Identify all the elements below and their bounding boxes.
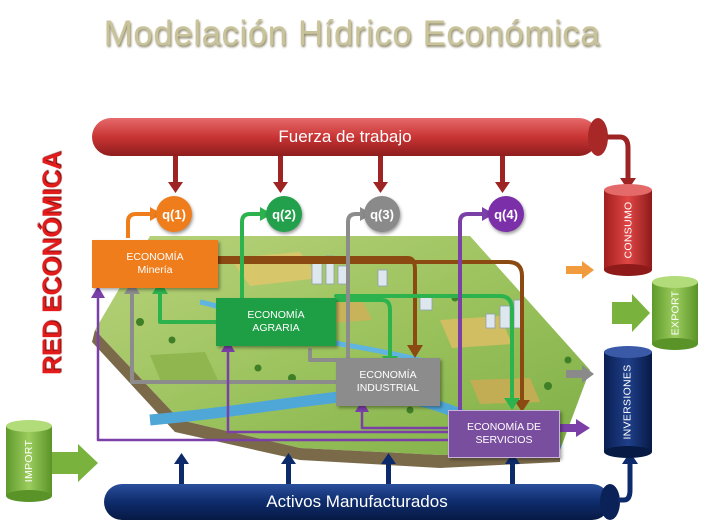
sector-servicios: ECONOMÍA DE SERVICIOS [448,410,560,458]
labour-bar-end [588,118,608,156]
flow-industrial-mineria [130,288,338,384]
export-label: EXPORT [668,290,681,336]
q4-supply [458,212,484,412]
assets-bar-label: Activos Manufacturados [266,492,448,511]
assets-to-inversiones [618,462,633,503]
inversiones-cylinder [604,346,652,458]
side-label: RED ECONÓMICA [34,151,70,375]
inversiones-label: INVERSIONES [622,364,635,440]
import-arrow-icon [52,444,98,482]
sector-flows [96,256,524,442]
sector-servicios-line-1: ECONOMÍA DE [466,421,542,433]
labour-bar-label: Fuerza de trabajo [278,127,412,146]
consumo-label: CONSUMO [622,201,634,259]
q1-supply [126,212,152,238]
sector-industrial: ECONOMÍA INDUSTRIAL [336,358,440,406]
sector-servicios-line-2: SERVICIOS [475,434,533,446]
arrowhead [514,400,530,412]
flow-mineria-servicios [216,260,524,405]
export-cylinder [652,276,698,350]
inversiones-flow-arrow-icon [566,365,594,383]
field-patch [150,352,218,384]
arrowhead [221,340,235,352]
flow-agraria-servicios [334,294,514,402]
sector-agraria: ECONOMÍA AGRARIA [216,298,336,346]
sector-mineria-line-1: ECONOMÍA [126,251,184,263]
q1-node: q(1) [156,196,192,232]
arrowhead [622,452,638,464]
arrowhead [407,345,423,358]
assets-bar [104,484,610,520]
q3-supply [346,212,362,358]
assets-bar-end [600,484,620,520]
q2-node: q(2) [266,196,302,232]
flow-industrial-agraria [308,348,350,362]
arrowhead [91,286,105,298]
flow-servicios-industrial [360,406,450,430]
arrowhead [504,398,520,410]
sector-industrial-line-2: INDUSTRIAL [356,382,420,394]
q3-node: q(3) [364,196,400,232]
flow-servicios-mineria [96,292,450,442]
labour-bar [92,118,598,156]
labour-to-consumo [607,134,631,180]
q4-node: q(4) [488,196,524,232]
arrowhead [355,400,369,412]
sector-agraria-line-2: AGRARIA [252,322,300,334]
flow-servicios-agraria [226,346,450,434]
q2-supply [240,212,262,298]
sector-industrial-line-1: ECONOMÍA [359,369,417,381]
consumo-flow-arrow-icon [566,261,594,279]
q-supply-arrowheads [150,207,494,221]
servicios-inversiones-arrow-icon [560,419,590,437]
export-arrow-icon [612,294,650,332]
page-title: Modelación Hídrico Económica [103,14,601,53]
consumo-cylinder [604,184,652,276]
assets-up-arrows [174,453,520,484]
q-supply-lines [126,212,484,412]
flow-agraria-industrial [334,298,392,360]
sector-mineria-line-2: Minería [137,264,173,276]
labour-down-arrows [168,156,510,193]
side-label-text: RED ECONÓMICA [36,150,67,375]
import-label: IMPORT [22,439,35,483]
landscape-side [92,330,560,468]
import-cylinder [6,420,52,502]
sector-mineria: ECONOMÍA Minería [92,240,218,288]
sector-agraria-line-1: ECONOMÍA [247,309,305,321]
